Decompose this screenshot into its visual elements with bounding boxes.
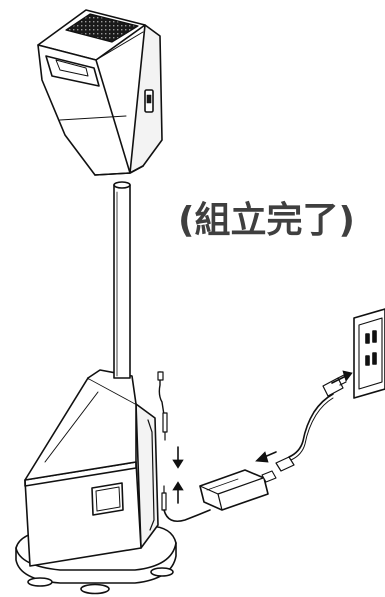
assembly-complete-caption: (組立完了)	[178, 200, 355, 241]
arrow-down-icon	[172, 446, 184, 469]
support-pole	[113, 181, 131, 379]
dc-cable	[157, 371, 211, 523]
arrow-up-icon	[172, 481, 184, 504]
top-grille	[65, 13, 139, 43]
power-adapter	[199, 469, 277, 511]
arrow-right-icon	[331, 370, 353, 384]
ac-cord	[275, 374, 347, 472]
base-housing	[24, 369, 159, 567]
wall-outlet	[353, 308, 385, 399]
arrow-left-icon	[255, 451, 277, 463]
